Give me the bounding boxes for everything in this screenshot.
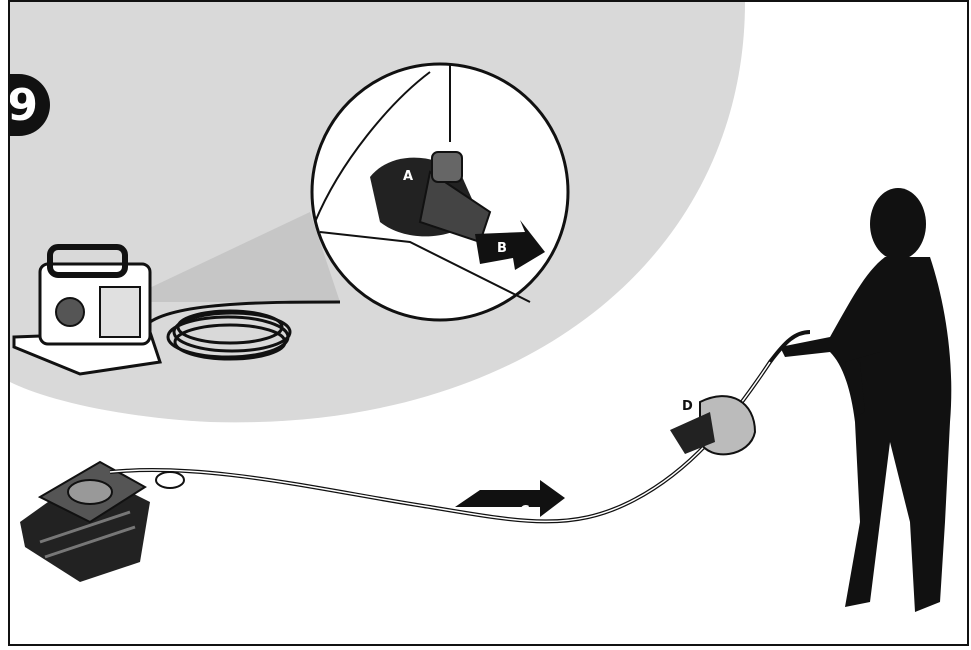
label-c: C [520,505,530,519]
illustration-frame: 9 A B C D [8,0,969,646]
label-d: D [682,400,693,414]
label-a: A [403,170,413,184]
label-b: B [497,242,507,256]
person-silhouette-icon [780,188,951,612]
instruction-diagram [10,2,969,646]
pool-robot-icon [20,462,150,582]
step-number: 9 [8,80,38,131]
magnifier-detail-icon [312,64,568,320]
swivel-icon [156,472,184,488]
arrow-c-icon [455,480,565,517]
